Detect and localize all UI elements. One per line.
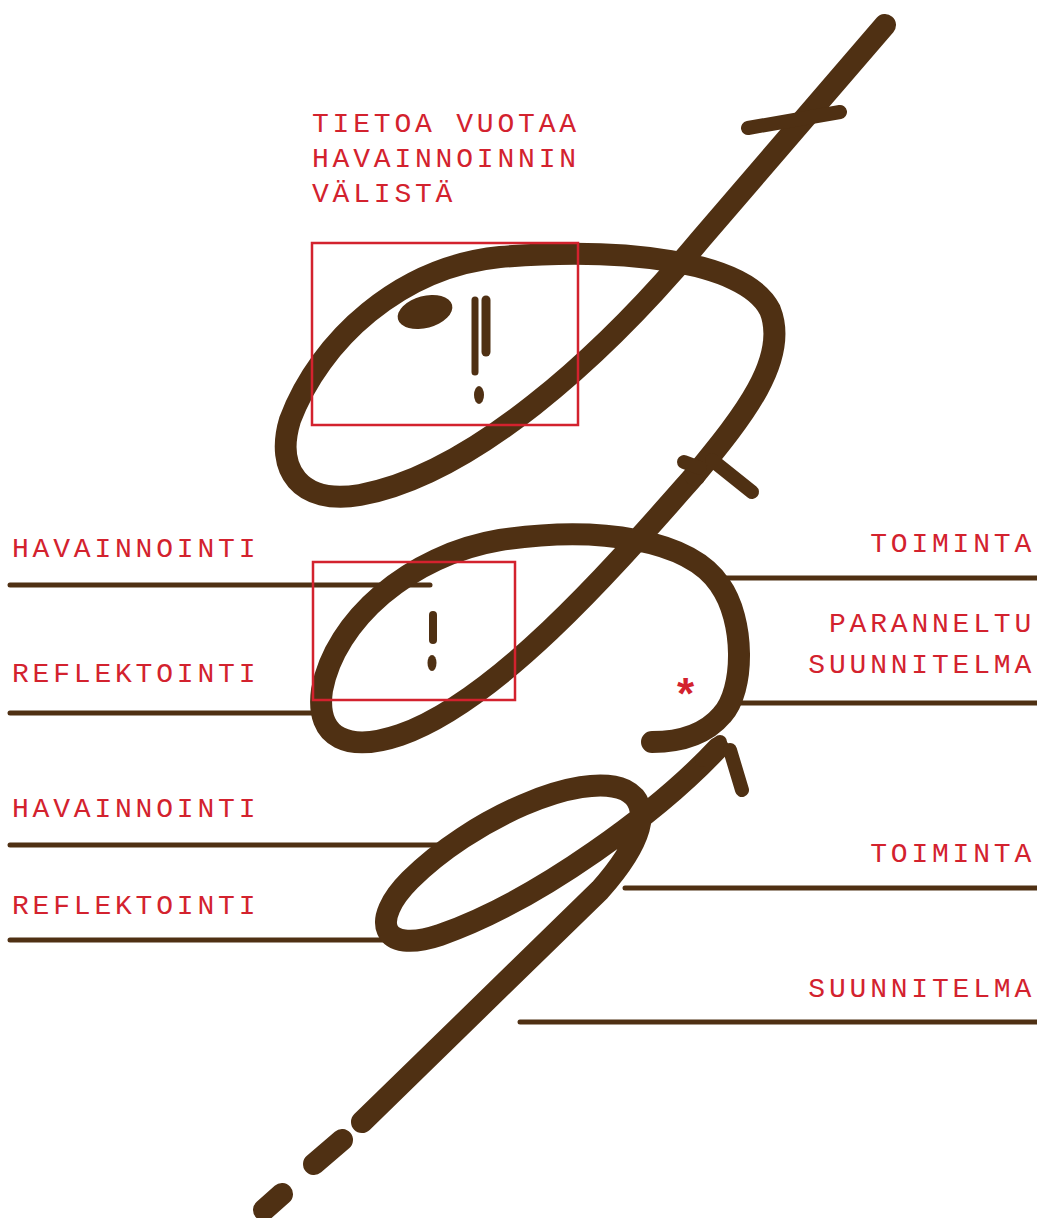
spiral-dash [264,1194,282,1210]
drop [474,386,484,404]
spiral-loop [286,25,885,497]
drip [472,300,479,372]
arrow-barbs [684,112,840,790]
highlight-boxes [312,243,578,700]
spiral [264,25,885,1210]
leak-blob [394,289,456,334]
level-line [720,576,1037,581]
phase-label: TOIMINTA [870,837,1035,872]
level-line [738,701,1037,706]
level-line [520,1020,1037,1025]
level-line [10,938,420,943]
phase-label: TOIMINTA [870,527,1035,562]
level-line [10,711,330,716]
highlight-box [313,562,515,700]
phase-label: REFLEKTOINTI [12,657,259,692]
drop [428,655,437,671]
arrow-barb [730,750,742,790]
arrow-barb [684,462,700,468]
phase-label: HAVAINNOINTI [12,792,259,827]
highlight-box [312,243,578,425]
arrow-barb [748,112,840,128]
phase-label: PARANNELTU SUUNNITELMA [775,604,1035,686]
level-line [10,583,430,588]
phase-label: HAVAINNOINTI [12,532,259,567]
phase-label: REFLEKTOINTI [12,889,259,924]
drip [482,300,491,352]
spiral-loop [362,748,718,1122]
spiral-loop [321,475,739,742]
arrow-barb [702,742,720,760]
spiral-dash [314,1140,342,1164]
asterisk-mark: * [677,672,694,716]
arrow-barb [712,460,752,492]
callout-text: TIETOA VUOTAA HAVAINNOINNIN VÄLISTÄ [312,107,602,212]
level-line [625,886,1037,891]
level-line [10,843,440,848]
phase-label: SUUNNITELMA [808,972,1035,1007]
leak-drips [394,289,486,671]
drip [429,615,437,640]
